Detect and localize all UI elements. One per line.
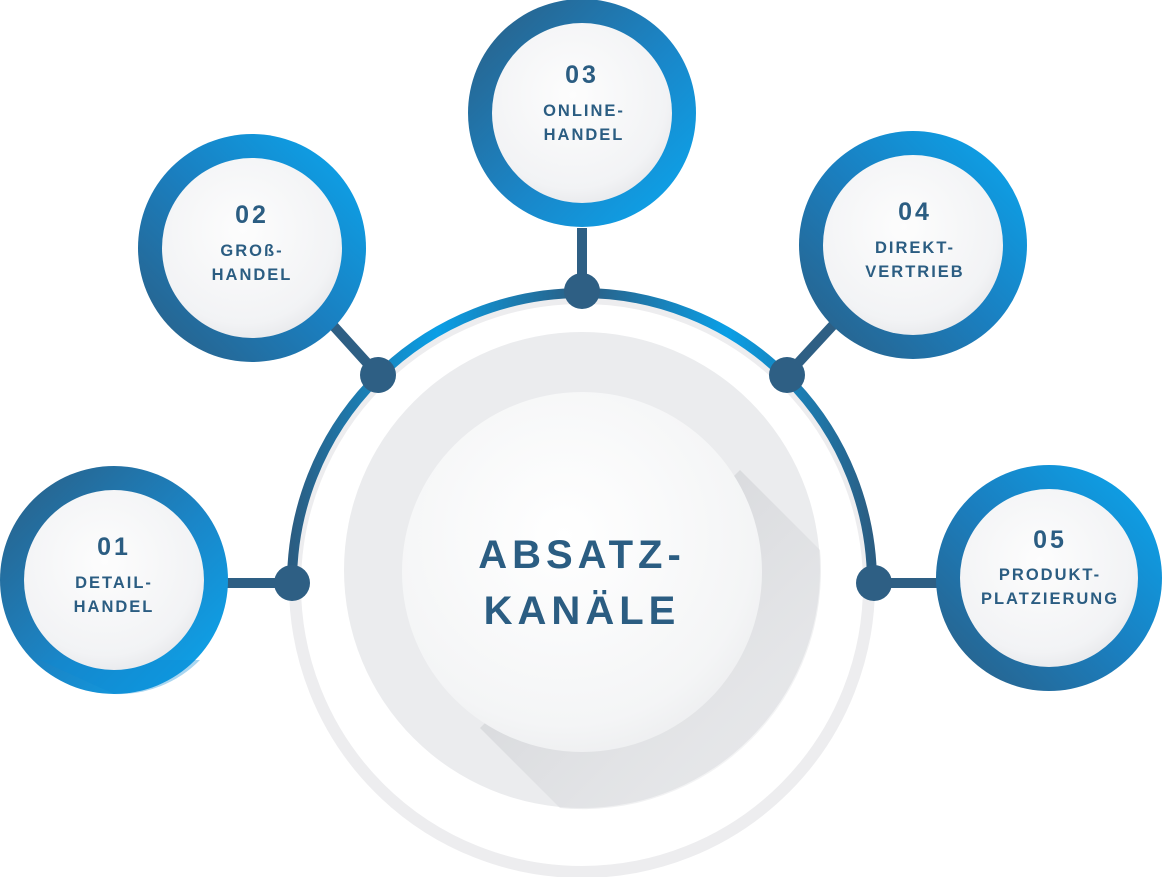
center-title-line2: KANÄLE xyxy=(484,589,681,633)
channel-node-04: 04 DIREKT- VERTRIEB xyxy=(799,131,1027,359)
channel-label-02-line2: HANDEL xyxy=(212,266,293,284)
channel-node-01: 01 DETAIL- HANDEL xyxy=(0,466,228,695)
channel-label-05-line1: PRODUKT- xyxy=(999,566,1101,584)
channel-label-03-line2: HANDEL xyxy=(544,126,625,144)
channel-label-05-line2: PLATZIERUNG xyxy=(981,590,1119,608)
channel-label-01-line1: DETAIL- xyxy=(75,574,153,592)
connector-dot-02 xyxy=(360,357,396,393)
channel-label-04-line2: VERTRIEB xyxy=(865,263,964,281)
connector-dot-05 xyxy=(856,565,892,601)
channel-inner-03 xyxy=(492,23,672,203)
channel-node-05: 05 PRODUKT- PLATZIERUNG xyxy=(936,465,1162,691)
connector-dot-01 xyxy=(274,565,310,601)
channel-inner-02 xyxy=(162,158,342,338)
channel-number-05: 05 xyxy=(1033,526,1067,554)
connector-dot-03 xyxy=(564,273,600,309)
channel-label-02-line1: GROß- xyxy=(220,242,283,260)
channel-label-03-line1: ONLINE- xyxy=(543,102,625,120)
channel-inner-04 xyxy=(823,155,1003,335)
channel-inner-01 xyxy=(24,490,204,670)
channel-label-04-line1: DIREKT- xyxy=(875,239,955,257)
center-title-line1: ABSATZ- xyxy=(478,533,686,577)
connector-dot-04 xyxy=(769,357,805,393)
channel-number-04: 04 xyxy=(898,198,932,226)
channel-label-01-line2: HANDEL xyxy=(74,598,155,616)
channel-number-01: 01 xyxy=(97,533,131,561)
channel-node-03: 03 ONLINE- HANDEL xyxy=(468,0,696,227)
center-circle xyxy=(402,392,762,752)
channel-node-02: 02 GROß- HANDEL xyxy=(138,134,366,362)
channel-inner-05 xyxy=(960,489,1138,667)
channel-number-03: 03 xyxy=(565,61,599,89)
channel-number-02: 02 xyxy=(235,201,269,229)
